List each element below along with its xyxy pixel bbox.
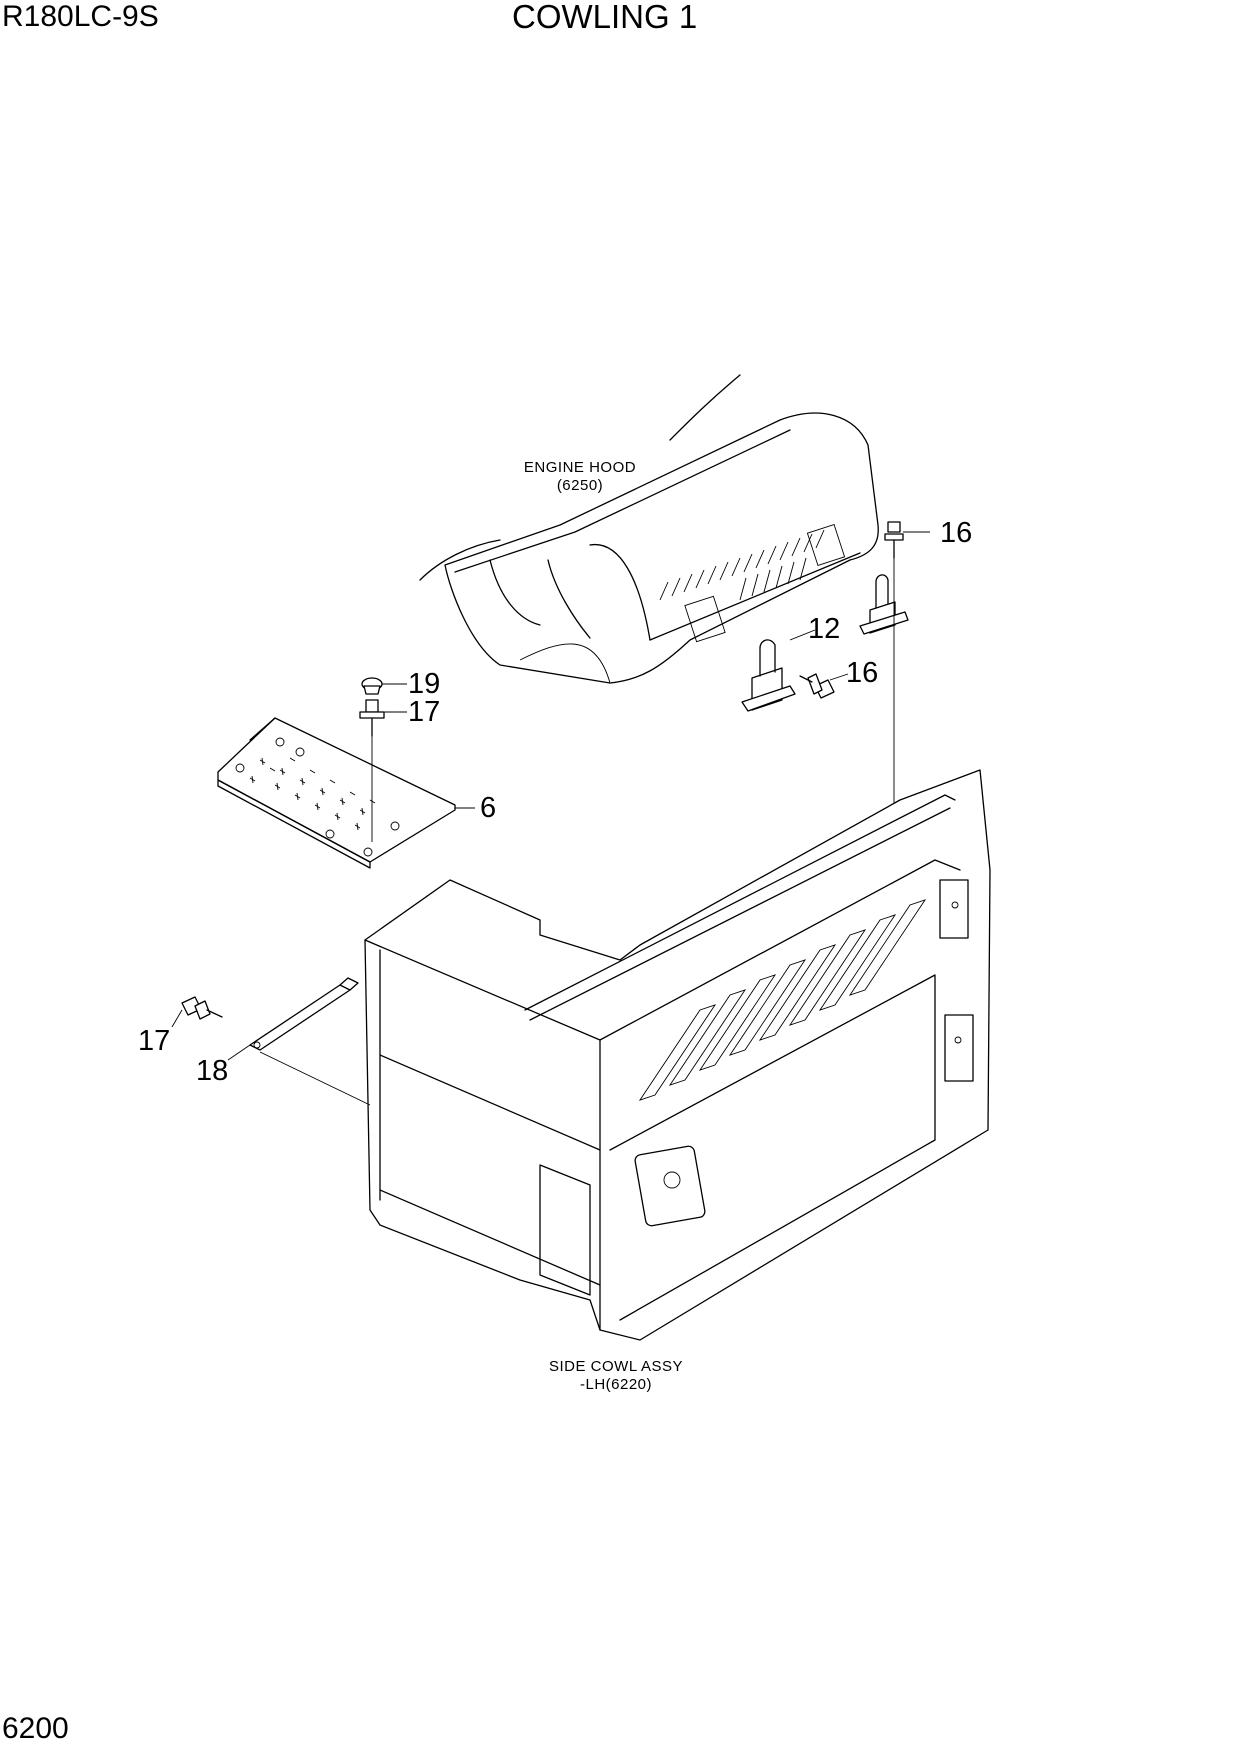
plug-and-bolt [359,677,385,842]
page-number: 6200 [2,1712,69,1745]
engine-hood-ref: (6250) [557,477,603,494]
side-cowl-drawing [364,769,991,1341]
latch-assembly [741,574,909,712]
callout-17-upper: 17 [408,696,440,728]
callout-18: 18 [196,1055,228,1087]
callout-6: 6 [480,792,496,824]
bolt-hardware [799,521,904,830]
engine-hood-drawing [419,374,879,684]
callout-17-lower: 17 [138,1025,170,1057]
side-cowl-label: SIDE COWL ASSY [549,1358,683,1375]
callout-16-side: 16 [846,657,878,689]
engine-hood-label: ENGINE HOOD [524,459,636,476]
model-number: R180LC-9S [2,0,159,33]
foot-plate-drawing [217,717,456,869]
callout-12: 12 [808,613,840,645]
side-cowl-ref: -LH(6220) [580,1376,652,1393]
callout-19: 19 [408,668,440,700]
callout-16-top: 16 [940,517,972,549]
leader-lines [171,531,930,1061]
page-title: COWLING 1 [512,0,698,35]
bracket-and-bolt [181,977,371,1106]
